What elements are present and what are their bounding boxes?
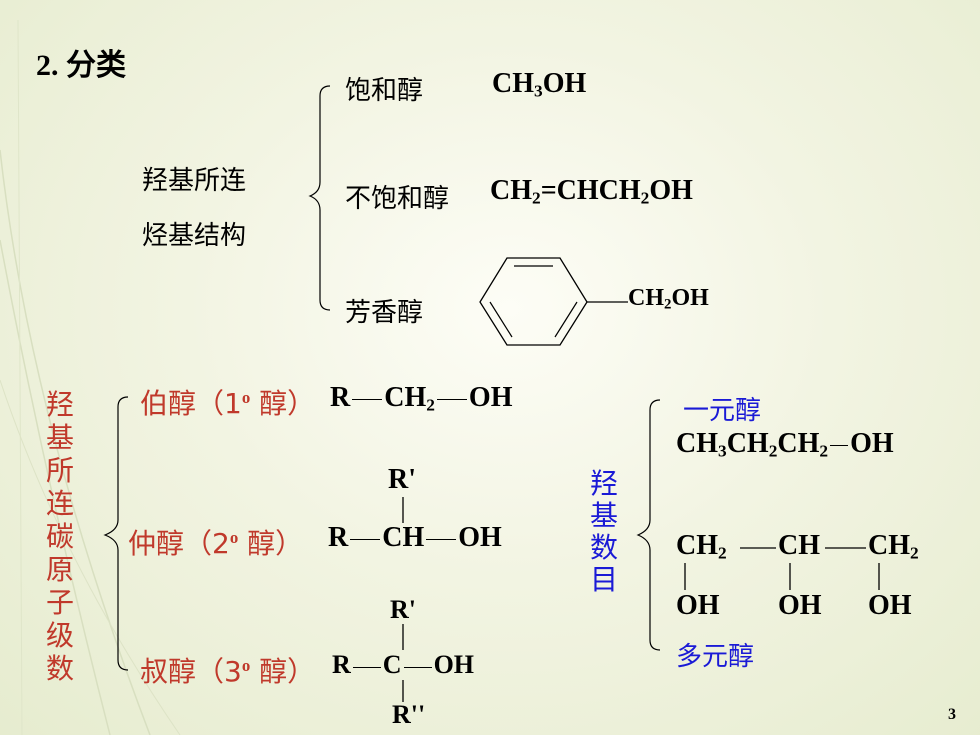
unsaturated-alcohol-label: 不饱和醇 [345, 184, 450, 214]
polyol-oh-2: OH [778, 590, 822, 621]
section1-label-line2: 烃基结构 [142, 221, 247, 251]
tertiary-alcohol-top-r: R' [390, 595, 416, 624]
saturated-alcohol-formula: CH3OH [492, 68, 587, 101]
unsaturated-alcohol-formula: CH2=CHCH2OH [490, 175, 693, 208]
section1-label-line1: 羟基所连 [142, 166, 247, 196]
saturated-alcohol-label: 饱和醇 [345, 76, 424, 106]
aromatic-alcohol-label: 芳香醇 [345, 298, 424, 328]
page-title: 2. 分类 [36, 49, 126, 82]
polyol-carbon-3: CH2 [868, 530, 919, 563]
section3-vertical-label: 羟基数目 [589, 467, 618, 596]
polyhydric-alcohol-label: 多元醇 [676, 642, 755, 672]
polyol-carbon-2: CH [778, 530, 820, 561]
section2-vertical-label: 羟基所连碳原子级数 [45, 388, 74, 685]
primary-alcohol-label: 伯醇（1o 醇） [140, 387, 316, 420]
polyol-oh-1: OH [676, 590, 720, 621]
polyol-oh-3: OH [868, 590, 912, 621]
page-number: 3 [948, 706, 956, 723]
secondary-alcohol-top-r: R' [388, 464, 416, 495]
monohydric-alcohol-label: 一元醇 [683, 396, 762, 426]
tertiary-alcohol-bottom-r: R'' [392, 700, 426, 729]
polyol-carbon-1: CH2 [676, 530, 727, 563]
tertiary-alcohol-label: 叔醇（3o 醇） [140, 655, 316, 688]
aromatic-alcohol-formula: CH2OH [628, 285, 709, 313]
secondary-alcohol-label: 仲醇（2o 醇） [128, 527, 304, 560]
